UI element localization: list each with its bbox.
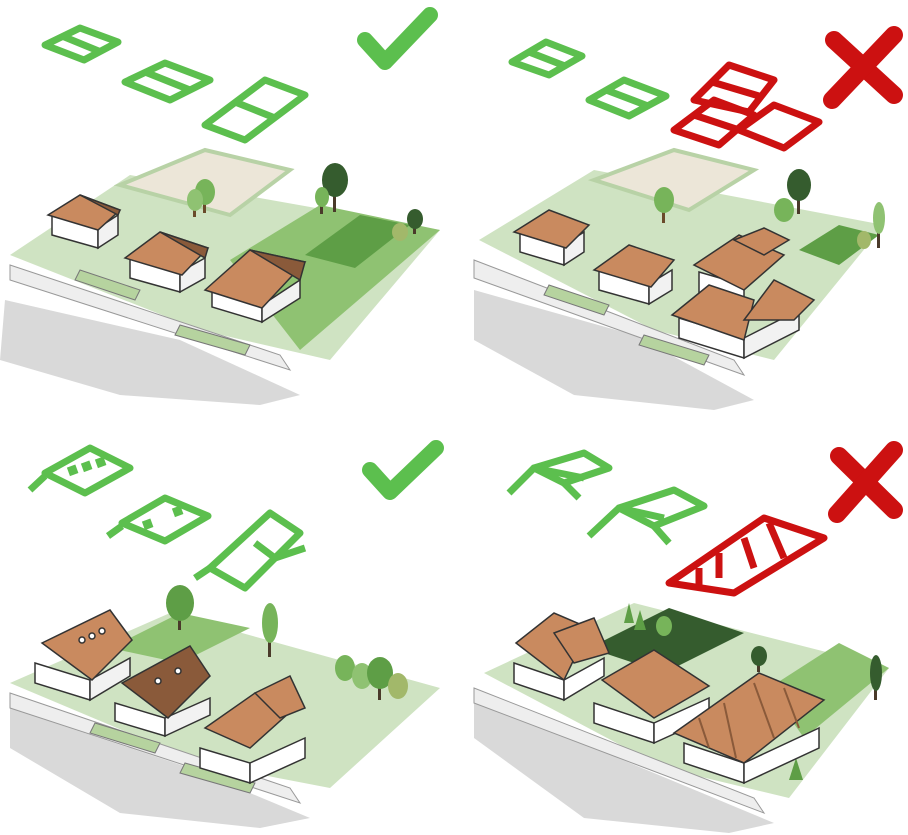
tree-icon [335, 655, 355, 681]
oversized-roof-plan-icon [669, 518, 824, 593]
roof-plan-icon [589, 80, 666, 116]
panel-correct-simple-roofs [0, 0, 454, 417]
x-mark-icon [837, 450, 894, 514]
tree-icon [656, 616, 672, 636]
tree-icon [873, 202, 885, 248]
panel-incorrect-multi-gable-roof [454, 418, 908, 835]
roof-plan-icon [512, 42, 582, 75]
tree-icon [392, 223, 408, 241]
roof-plan-icon [509, 453, 609, 498]
roof-plan-icon [45, 28, 118, 60]
tree-icon [774, 198, 794, 222]
panel-correct-gable-roofs [0, 418, 454, 835]
roof-plan-icon [195, 513, 305, 588]
check-mark-icon [370, 448, 436, 492]
tree-icon [388, 673, 408, 699]
check-mark-icon [365, 15, 430, 62]
roof-plan-icon [205, 80, 305, 140]
roof-plan-icon [589, 490, 704, 543]
roof-plan-icon [108, 498, 208, 541]
x-mark-icon [832, 35, 894, 100]
oversized-roof-plan-icon [674, 65, 819, 148]
tree-icon [857, 231, 871, 249]
panel-incorrect-oversized-roof [454, 0, 908, 417]
roof-plan-icon [30, 448, 130, 493]
roof-plan-icon [125, 63, 210, 100]
tree-icon [870, 655, 882, 700]
